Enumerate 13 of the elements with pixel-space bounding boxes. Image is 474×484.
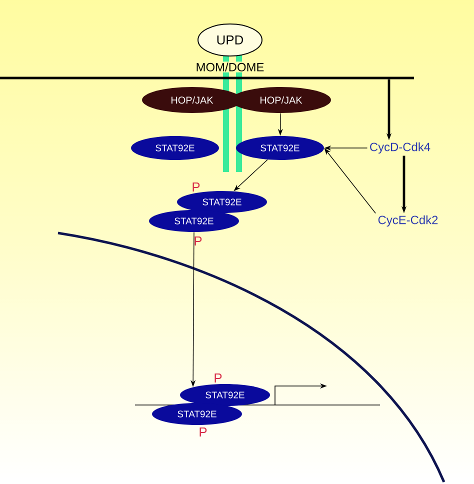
node-label: STAT92E (206, 392, 244, 398)
arrow (324, 148, 376, 214)
phosphate-label: P (192, 182, 200, 192)
kinase-label: CycD-Cdk4 (370, 142, 430, 154)
phosphate-label: P (194, 236, 202, 246)
kinase-label: CycE-Cdk2 (378, 215, 438, 227)
phosphate-label: P (200, 428, 207, 436)
node-label: STAT92E (202, 198, 242, 206)
membrane-line (0, 76, 414, 80)
phosphate-label: P (214, 374, 222, 382)
node-label: STAT92E (178, 410, 216, 418)
receptor-label: MOM/DOME (194, 62, 266, 72)
node-label: STAT92E (174, 218, 214, 224)
